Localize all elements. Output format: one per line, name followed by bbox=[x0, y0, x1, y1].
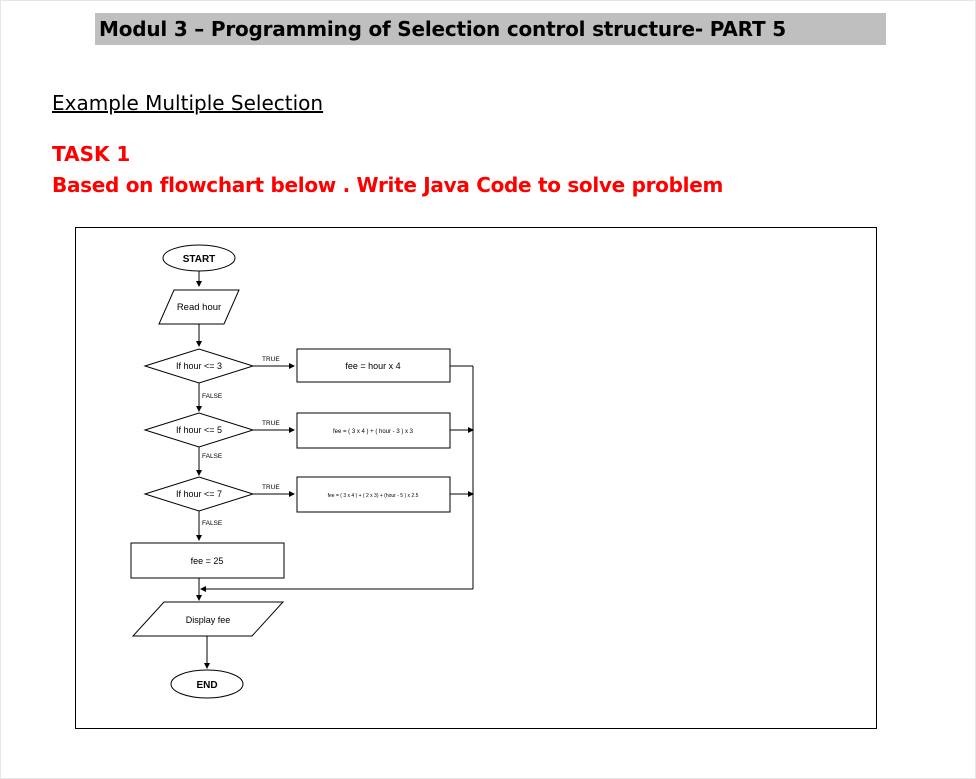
process-1-box bbox=[296, 348, 451, 383]
input-label: Read hour bbox=[177, 302, 221, 313]
output-label: Display fee bbox=[186, 615, 231, 625]
task-instruction: Based on flowchart below . Write Java Co… bbox=[52, 173, 723, 197]
decision-3-label: If hour <= 7 bbox=[176, 489, 222, 499]
start-label: START bbox=[183, 254, 216, 265]
flowchart-frame: START Read hour If hour <= 3 TRUE FALSE … bbox=[75, 227, 877, 729]
task-label: TASK 1 bbox=[52, 142, 131, 166]
header-bar: Modul 3 – Programming of Selection contr… bbox=[95, 13, 886, 45]
end-label: END bbox=[196, 680, 217, 691]
decision-2-false: FALSE bbox=[202, 453, 223, 460]
decision-1-false: FALSE bbox=[202, 393, 223, 400]
process-2-label: fee = ( 3 x 4 ) + ( hour - 3 ) x 3 bbox=[333, 429, 414, 435]
flowchart: START Read hour If hour <= 3 TRUE FALSE … bbox=[130, 244, 474, 699]
default-process-box bbox=[130, 542, 285, 579]
decision-2-true: TRUE bbox=[262, 420, 280, 427]
process-3-label: fee = ( 3 x 4 ) + ( 2 x 3) + (hour - 5 )… bbox=[328, 493, 419, 499]
end-terminal bbox=[170, 669, 244, 699]
decision-3-true: TRUE bbox=[262, 484, 280, 491]
process-1-label: fee = hour x 4 bbox=[345, 361, 400, 371]
section-title: Example Multiple Selection bbox=[52, 91, 324, 115]
decision-3-false: FALSE bbox=[202, 520, 223, 527]
decision-1-true: TRUE bbox=[262, 356, 280, 363]
process-3-box bbox=[296, 476, 451, 513]
default-process-label: fee = 25 bbox=[191, 556, 224, 566]
input-parallelogram bbox=[158, 289, 240, 325]
decision-2-label: If hour <= 5 bbox=[176, 425, 222, 435]
header-title: Modul 3 – Programming of Selection contr… bbox=[99, 17, 786, 41]
process-2-box bbox=[296, 412, 451, 449]
decision-1-label: If hour <= 3 bbox=[176, 361, 222, 371]
output-parallelogram bbox=[131, 601, 285, 637]
